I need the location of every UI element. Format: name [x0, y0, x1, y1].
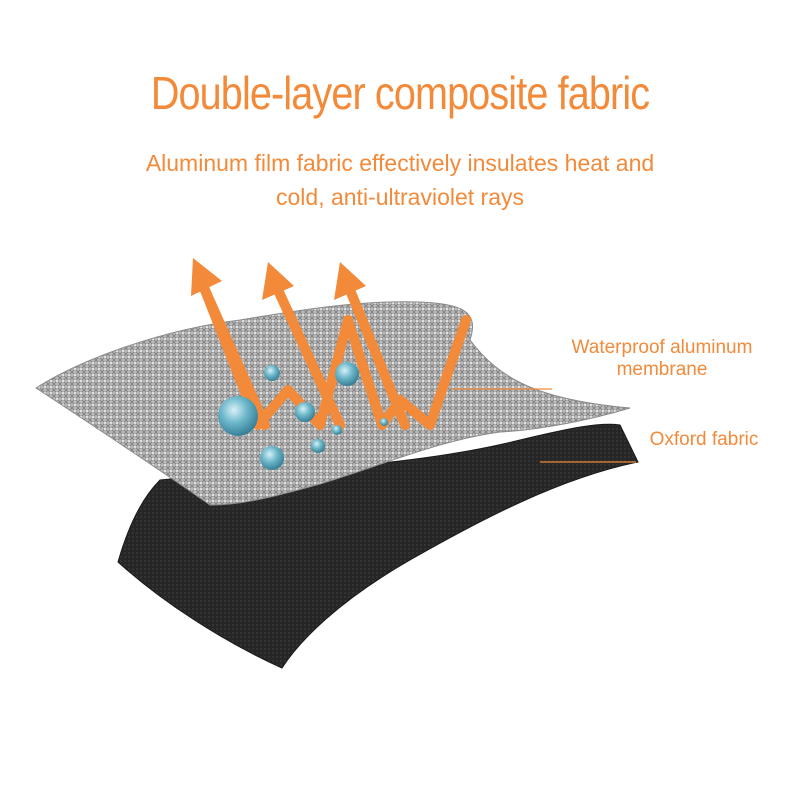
reflection-arrow-icon [200, 285, 471, 430]
membrane-label-line-1: Waterproof aluminum [571, 337, 753, 358]
diagram-title: Double-layer composite fabric [150, 67, 650, 119]
membrane-label: Waterproof aluminum membrane [550, 337, 774, 381]
membrane-label-line-2: membrane [616, 359, 708, 380]
subtitle-line-2: cold, anti-ultraviolet rays [276, 184, 524, 210]
water-droplet-icon [218, 362, 388, 470]
diagram-subtitle: Aluminum film fabric effectively insulat… [60, 146, 740, 214]
arrowhead-icons [191, 258, 366, 300]
oxford-label: Oxford fabric [649, 429, 759, 450]
subtitle-line-1: Aluminum film fabric effectively insulat… [145, 150, 655, 176]
